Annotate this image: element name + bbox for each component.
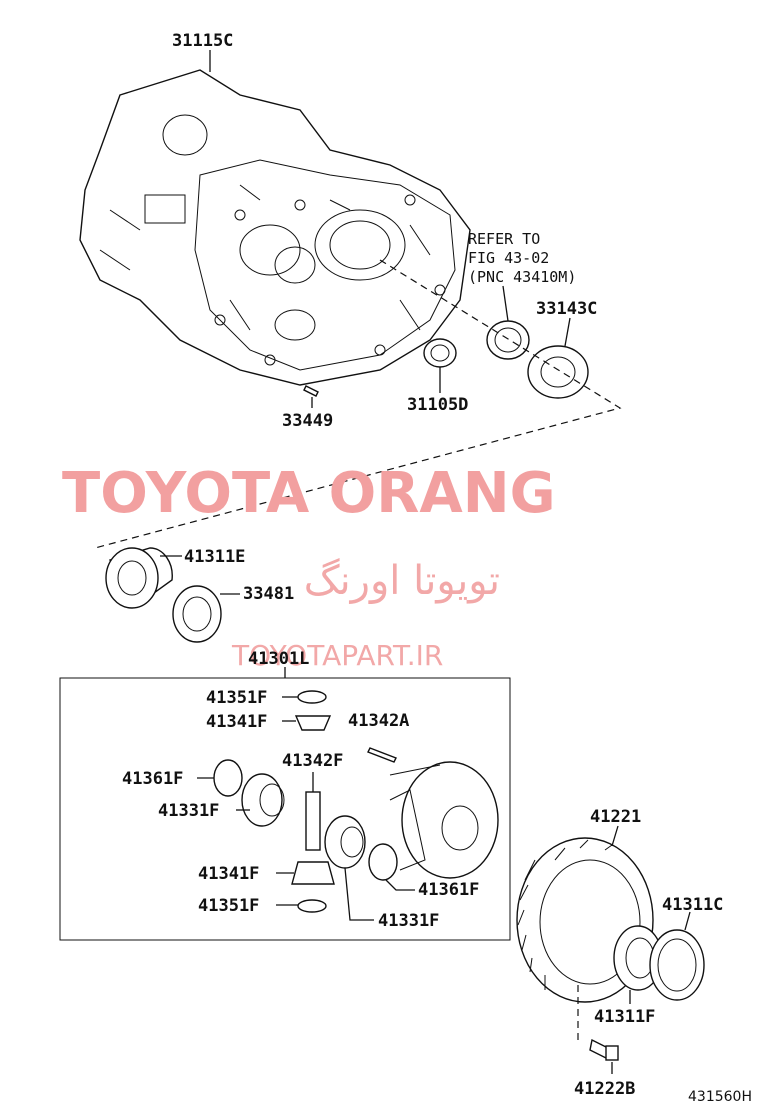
- differential-assembly-box: [59, 677, 511, 941]
- watermark-site: TOYOTAPART.IR: [231, 639, 443, 672]
- shim-33481-drawing: [172, 585, 222, 643]
- bearing-race-41311C-drawing: [649, 929, 705, 1001]
- label-31105D: 31105D: [407, 395, 468, 415]
- label-41331F-bottom: 41331F: [378, 911, 439, 931]
- bearing-41311E-drawing: [105, 547, 173, 609]
- bearing-41311F-drawing: [613, 925, 663, 991]
- oil-seal-31105D-drawing: [423, 338, 457, 368]
- label-41342A: 41342A: [348, 711, 409, 731]
- note-line2: FIG 43-02: [468, 249, 549, 267]
- label-41351F-top: 41351F: [206, 688, 267, 708]
- washer-41361F-right: [368, 843, 398, 881]
- washer-41351F-top: [297, 690, 327, 704]
- oil-seal-33143C-drawing: [527, 345, 589, 399]
- label-33481: 33481: [243, 584, 294, 604]
- bolt-41222B-drawing: [589, 1038, 619, 1061]
- watermark-brand-fa: تویوتا اورنگ: [304, 558, 500, 604]
- label-41331F-left: 41331F: [158, 801, 219, 821]
- note-line3: (PNC 43410M): [468, 268, 576, 286]
- label-41221: 41221: [590, 807, 641, 827]
- differential-case-drawing: [389, 761, 499, 879]
- label-33449: 33449: [282, 411, 333, 431]
- watermark-brand: TOYOTA ORANG: [62, 461, 556, 526]
- label-41311E: 41311E: [184, 547, 245, 567]
- label-31115C: 31115C: [172, 31, 233, 51]
- label-41311C: 41311C: [662, 895, 723, 915]
- transmission-case-drawing: [79, 69, 471, 386]
- bearing-refer-drawing: [486, 320, 530, 360]
- side-gear-41331F-left: [241, 773, 285, 827]
- label-41342F: 41342F: [282, 751, 343, 771]
- label-41301L: 41301L: [248, 649, 309, 669]
- label-41361F-left: 41361F: [122, 769, 183, 789]
- washer-41351F-bottom: [297, 899, 327, 913]
- label-41311F: 41311F: [594, 1007, 655, 1027]
- shaft-41342F: [305, 791, 321, 851]
- note-line1: REFER TO: [468, 230, 540, 248]
- label-41361F-right: 41361F: [418, 880, 479, 900]
- figure-code: 431560H: [688, 1089, 752, 1105]
- pinion-41341F-bottom: [291, 861, 335, 885]
- pin-33449-drawing: [303, 385, 319, 397]
- pin-41342A: [367, 747, 397, 763]
- label-41341F-bottom: 41341F: [198, 864, 259, 884]
- label-41341F-top: 41341F: [206, 712, 267, 732]
- label-41222B: 41222B: [574, 1079, 635, 1099]
- label-33143C: 33143C: [536, 299, 597, 319]
- pinion-41341F-top: [294, 715, 332, 731]
- side-gear-41331F-bottom: [324, 815, 366, 869]
- washer-41361F-left: [213, 759, 243, 797]
- label-41351F-bottom: 41351F: [198, 896, 259, 916]
